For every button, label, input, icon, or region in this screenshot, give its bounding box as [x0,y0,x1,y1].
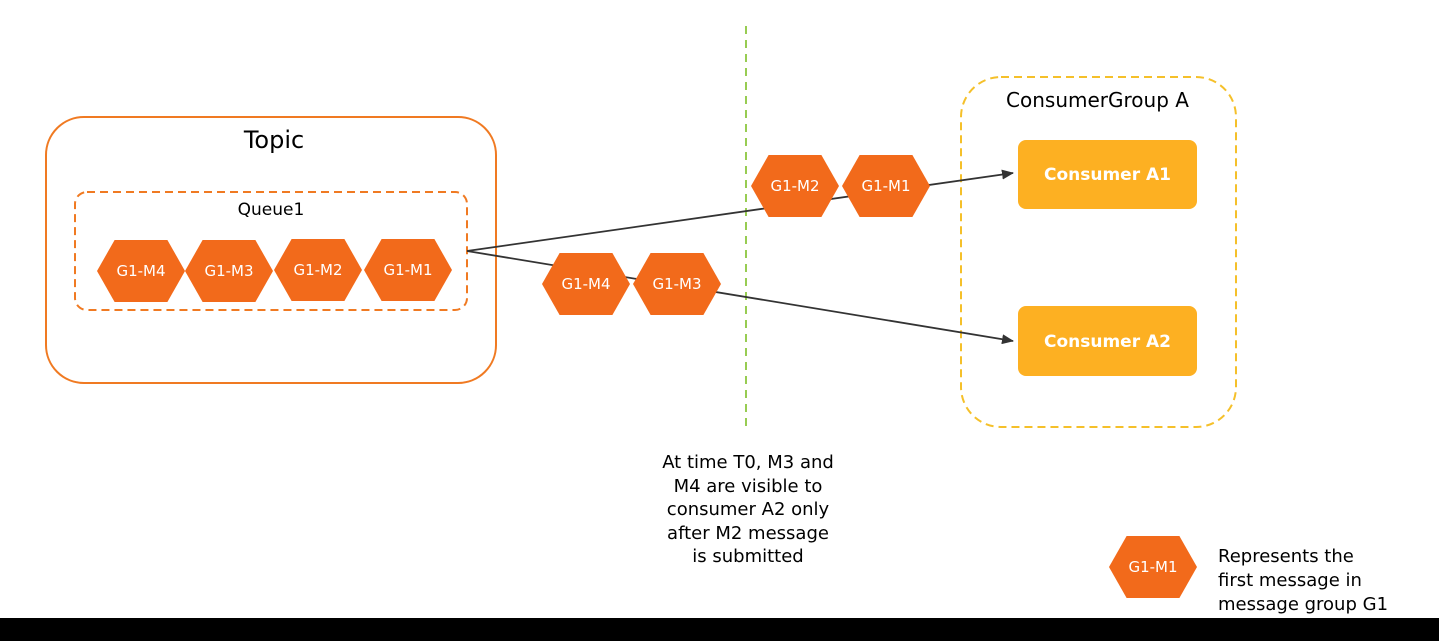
legend-line: first message in [1218,570,1362,591]
queue-message: G1-M3 [185,240,273,302]
in-flight-message-a2: G1-M4 [542,253,630,315]
in-flight-message-a1: G1-M2 [751,155,839,217]
svg-text:G1-M3: G1-M3 [204,262,253,280]
queue-message: G1-M1 [364,239,452,301]
consumer-a2-box [1018,306,1197,376]
queue-title: Queue1 [237,200,305,220]
topic-title: Topic [243,126,305,154]
note-line: At time T0, M3 and [662,452,834,473]
svg-text:G1-M1: G1-M1 [383,261,432,279]
svg-text:G1-M4: G1-M4 [561,275,610,293]
svg-text:G1-M2: G1-M2 [293,261,342,279]
consumer-group-title: ConsumerGroup A [1006,88,1189,112]
diagram-canvas: Consumer A1 Consumer A2 G1-M4 G1-M3 G1-M… [0,0,1439,618]
queue-message: G1-M4 [97,240,185,302]
in-flight-message-a2: G1-M3 [633,253,721,315]
svg-text:G1-M1: G1-M1 [1128,558,1177,576]
visibility-note: At time T0, M3 and M4 are visible to con… [628,451,868,569]
in-flight-message-a1: G1-M1 [842,155,930,217]
arrow-to-consumer-a1 [466,169,1014,252]
consumer-a2-label: Consumer A2 [1044,332,1171,352]
diagram-graphics: Consumer A1 Consumer A2 G1-M4 G1-M3 G1-M… [45,26,1237,598]
note-line: consumer A2 only [666,499,830,520]
consumer-group-box [960,76,1237,428]
note-line: after M2 message [667,522,829,544]
consumer-a1-label: Consumer A1 [1044,165,1171,185]
legend-message-symbol: G1-M1 [1109,536,1197,598]
legend-description: Represents the first message in message … [1218,545,1433,617]
svg-text:G1-M1: G1-M1 [861,177,910,195]
legend-line: message group G1 [1218,594,1389,615]
legend-line: Represents the [1218,546,1354,567]
consumer-a1-box [1018,140,1197,209]
queue-message: G1-M2 [274,239,362,301]
note-line: is submitted [692,546,804,567]
topic-box [45,116,497,384]
svg-text:G1-M3: G1-M3 [652,275,701,293]
svg-text:G1-M2: G1-M2 [770,177,819,195]
note-line: M4 are visible to [673,475,823,497]
svg-text:G1-M4: G1-M4 [116,262,165,280]
